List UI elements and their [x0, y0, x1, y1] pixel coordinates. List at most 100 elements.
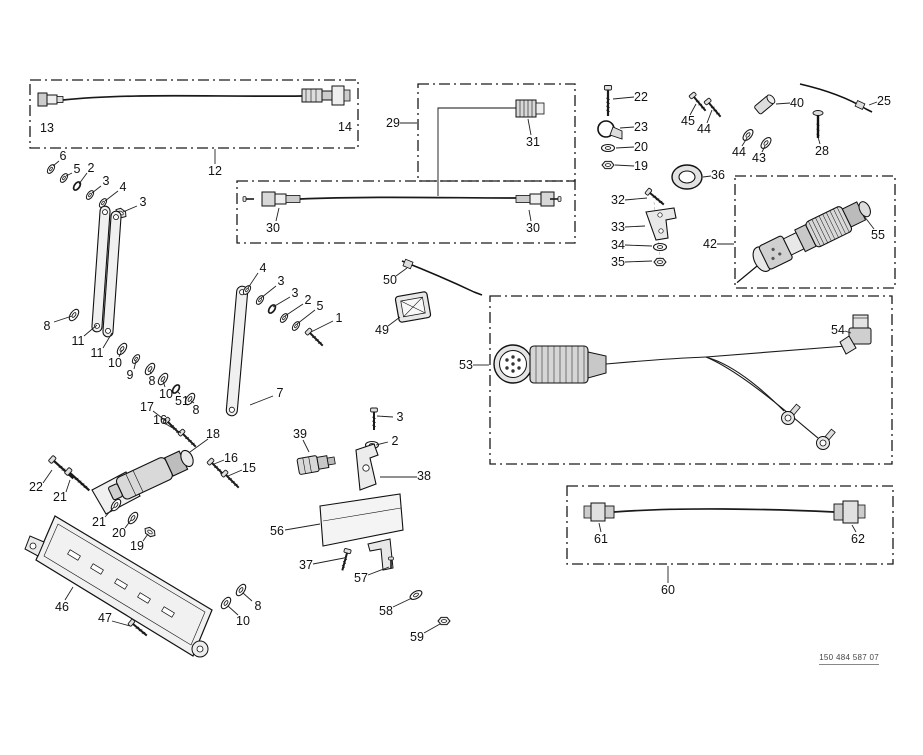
- screw-icon: [242, 195, 255, 203]
- callout-2-23: 2: [305, 293, 312, 307]
- sensor-39-icon: [296, 455, 336, 475]
- leader-line-35-69: [624, 260, 653, 263]
- leader-line-10-15: [162, 380, 166, 388]
- callout-3-6: 3: [103, 174, 110, 188]
- callout-32-66: 32: [611, 193, 625, 207]
- leader-line-11-11: [102, 332, 113, 349]
- callout-44-57: 44: [697, 122, 711, 136]
- washer-icon: [652, 242, 668, 252]
- leader-line-3-22: [272, 296, 291, 308]
- connector-31-icon: [515, 99, 545, 118]
- leader-line-56-39: [284, 523, 321, 531]
- callout-36-63: 36: [711, 168, 725, 182]
- callout-53-72: 53: [459, 358, 473, 372]
- leader-line-5-4: [65, 172, 73, 177]
- leader-line-54-73: [844, 330, 852, 334]
- valve-40-icon: [754, 94, 776, 115]
- callout-35-69: 35: [611, 255, 625, 269]
- washer-icon: [114, 341, 130, 357]
- callout-60-76: 60: [661, 583, 675, 597]
- leader-line-5-24: [296, 309, 316, 325]
- callout-10-15: 10: [159, 387, 173, 401]
- callout-13-0: 13: [40, 121, 54, 135]
- leader-line-22-30: [42, 469, 53, 484]
- callout-61-74: 61: [594, 532, 608, 546]
- leader-line-11-10: [83, 324, 98, 337]
- callout-39-35: 39: [293, 427, 307, 441]
- callout-17-18: 17: [140, 400, 154, 414]
- leader-line-58-42: [392, 597, 413, 608]
- leader-line-50-70: [395, 267, 408, 277]
- screw-icon: [338, 547, 353, 573]
- washer-icon: [600, 143, 616, 153]
- callout-45-56: 45: [681, 114, 695, 128]
- group-box-53: [489, 295, 893, 465]
- callout-21-31: 21: [53, 490, 67, 504]
- washer-icon: [408, 588, 424, 602]
- callout-29-48: 29: [386, 116, 400, 130]
- leader-line-22-52: [612, 96, 635, 100]
- callout-4-7: 4: [120, 180, 127, 194]
- fastener-group-40: [687, 90, 776, 151]
- leader-line-21-31: [65, 479, 71, 493]
- callout-11-11: 11: [91, 346, 104, 360]
- leader-line-62-75: [851, 524, 857, 533]
- callout-16-19: 16: [153, 413, 167, 427]
- callout-3-22: 3: [292, 286, 299, 300]
- callout-51-16: 51: [175, 394, 189, 408]
- leader-line-40-58: [775, 102, 791, 105]
- leader-line-30-51: [528, 209, 532, 222]
- connector-55-icon: [736, 201, 871, 284]
- callout-33-67: 33: [611, 220, 625, 234]
- connector-30-left-icon: [261, 191, 301, 207]
- leader-line-32-66: [624, 197, 648, 201]
- strap-7: [225, 285, 249, 417]
- leader-line-18-27: [189, 438, 209, 453]
- actuator-assembly: [47, 449, 243, 539]
- leader-line-37-40: [312, 557, 345, 565]
- leader-line-17-18: [152, 410, 167, 422]
- pin-28-icon: [812, 110, 824, 138]
- small-parts-top-right: [671, 83, 873, 190]
- callout-30-51: 30: [526, 221, 540, 235]
- leader-line-16-28: [213, 459, 225, 465]
- leader-line-20-54: [615, 146, 635, 149]
- screw-icon: [369, 407, 379, 431]
- washer-icon: [130, 352, 142, 366]
- grommet-36-icon: [671, 164, 703, 190]
- leader-line-23-53: [619, 126, 635, 129]
- leader-line-46-44: [64, 586, 74, 601]
- callout-47-45: 47: [98, 611, 112, 625]
- callout-20-54: 20: [634, 140, 648, 154]
- leader-line-30-50: [275, 207, 280, 222]
- callout-56-39: 56: [270, 524, 284, 538]
- bracket-33-icon: [645, 207, 677, 241]
- callout-21-32: 21: [92, 515, 106, 529]
- connector-14-icon: [301, 85, 351, 106]
- leader-line-44-57: [706, 109, 713, 124]
- mount-pad-49-icon: [394, 291, 432, 323]
- screw-icon: [303, 326, 327, 350]
- callout-42-64: 42: [703, 237, 717, 251]
- leader-line-43-60: [761, 145, 766, 153]
- plate-56-assembly: [319, 493, 451, 626]
- callout-11-10: 11: [72, 334, 85, 348]
- connector-30-right-icon: [515, 191, 555, 207]
- leader-line-1-25: [310, 320, 334, 333]
- callout-19-55: 19: [634, 159, 648, 173]
- washer-icon: [84, 188, 96, 202]
- callout-46-44: 46: [55, 600, 69, 614]
- connector-62-icon: [833, 500, 866, 524]
- harness-53: [493, 314, 872, 450]
- bolt-icon: [603, 84, 613, 118]
- callout-37-40: 37: [299, 558, 313, 572]
- callout-59-43: 59: [410, 630, 424, 644]
- leader-line-8-47: [242, 592, 253, 602]
- leader-line-47-45: [111, 620, 131, 627]
- actuator-18-icon: [108, 449, 194, 501]
- callout-10-12: 10: [108, 356, 122, 370]
- group-box-29: [417, 83, 576, 182]
- leader-line-8-17: [190, 400, 195, 404]
- callout-31-49: 31: [526, 135, 540, 149]
